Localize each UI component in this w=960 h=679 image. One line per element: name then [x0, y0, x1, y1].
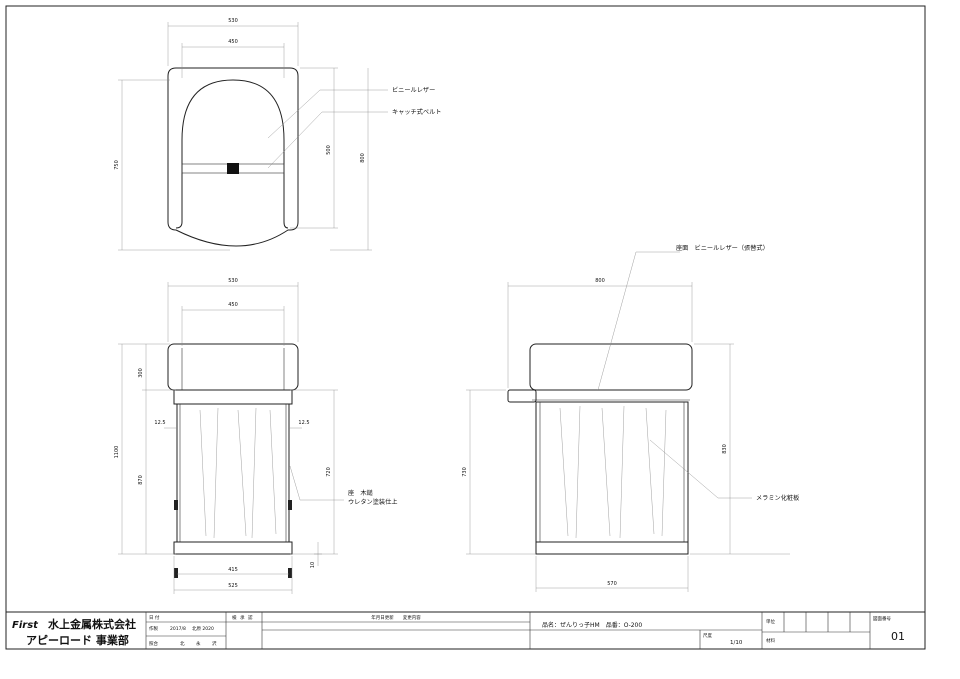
label-top-material: 座面 ビニールレザー（張替式） [676, 244, 769, 252]
scale-value: 1/10 [730, 640, 743, 646]
top-view-seat-arch [175, 79, 289, 229]
front-dim-bottom-inner: 415 [228, 567, 238, 573]
top-view: 530 450 750 500 800 ビニールレザー キャッチ式ベルト [114, 18, 442, 251]
cell-sign-3: 沢 [212, 640, 217, 647]
cell-sign-2: 永 [196, 640, 201, 647]
top-dim-depth: 750 [114, 160, 120, 170]
front-dim-outer-width: 530 [228, 278, 238, 284]
cell-verify-label: 照合 [149, 640, 158, 647]
front-dim-inset-right: 12.5 [298, 420, 309, 426]
side-armrest-handle [507, 389, 537, 403]
drawing-no: 01 [891, 630, 905, 643]
side-view: 800 730 830 570 座面 ビニールレザー（張替式） メラミン化粧板 [462, 244, 799, 592]
cell-created-label: 作製 [149, 625, 158, 632]
top-dim-inner-width: 450 [228, 39, 238, 45]
company-name: 水上金属株式会社 [48, 617, 136, 631]
approval-3: 認 [248, 614, 253, 621]
side-dim-bottom-width: 570 [607, 581, 617, 587]
front-dim-seat-height: 870 [138, 475, 144, 485]
front-backrest [167, 343, 299, 391]
side-base [535, 541, 689, 555]
front-leg-left [174, 500, 178, 510]
belt-buckle [227, 163, 239, 174]
cell-date-label: 日 付 [149, 614, 160, 621]
front-leg-right [288, 500, 292, 510]
drawing-no-label: 図面番号 [873, 615, 891, 622]
label-seat-finish: ウレタン塗装仕上 [348, 498, 398, 506]
front-dim-lower-height: 720 [326, 467, 332, 477]
label-panel-material: メラミン化粧板 [756, 494, 799, 502]
side-panel-grain [559, 405, 667, 539]
front-dim-back-height: 300 [138, 368, 144, 378]
front-dim-inner-width: 450 [228, 302, 238, 308]
approval-2: 承 [240, 614, 245, 621]
front-body [176, 403, 290, 543]
product-name: 品名：ぜんりっ子HM 品番：O-200 [542, 621, 642, 629]
side-dim-height-right: 830 [722, 444, 728, 454]
front-seat [173, 389, 293, 405]
front-dim-inset-left: 12.5 [154, 420, 165, 426]
drawing-border [5, 5, 926, 650]
front-dim-overall-height: 1100 [114, 446, 120, 459]
side-seat-cushion [529, 343, 693, 391]
approval-1: 検 [232, 614, 237, 621]
front-panel-grain [199, 407, 277, 539]
title-block: First 水上金属株式会社 アピーロード 事業部 日 付 作製 2017/8 … [6, 611, 925, 649]
side-dim-height-left: 730 [462, 467, 468, 477]
label-catch-belt: キャッチ式ベルト [392, 108, 442, 116]
scale-label: 尺度 [703, 632, 712, 639]
side-dim-width: 800 [595, 278, 605, 284]
revision-header: 年月日更新 変更内容 [371, 614, 421, 621]
division-name: アピーロード 事業部 [26, 633, 129, 647]
material-label: 材料 [766, 637, 775, 644]
side-body [535, 401, 689, 543]
top-dim-overall-depth: 800 [360, 153, 366, 163]
company-logo: First [12, 620, 39, 631]
cell-checked-value: 北原 2020 [192, 625, 214, 632]
label-seat-material: 座 木鎚 [348, 489, 373, 497]
front-dim-bottom-outer: 525 [228, 583, 238, 589]
top-view-frame [167, 67, 299, 247]
front-base [173, 541, 293, 555]
front-dim-leg-gap: 10 [310, 562, 316, 568]
label-vinyl-leather: ビニールレザー [392, 86, 435, 94]
top-dim-seat-depth: 500 [326, 145, 332, 155]
cell-created-value: 2017/8 [170, 626, 186, 632]
front-view: 530 450 300 1100 870 720 12.5 12.5 10 41… [114, 278, 398, 594]
unit-label: 単位 [766, 618, 775, 625]
top-dim-outer-width: 530 [228, 18, 238, 24]
cell-sign-1: 北 [180, 640, 185, 647]
